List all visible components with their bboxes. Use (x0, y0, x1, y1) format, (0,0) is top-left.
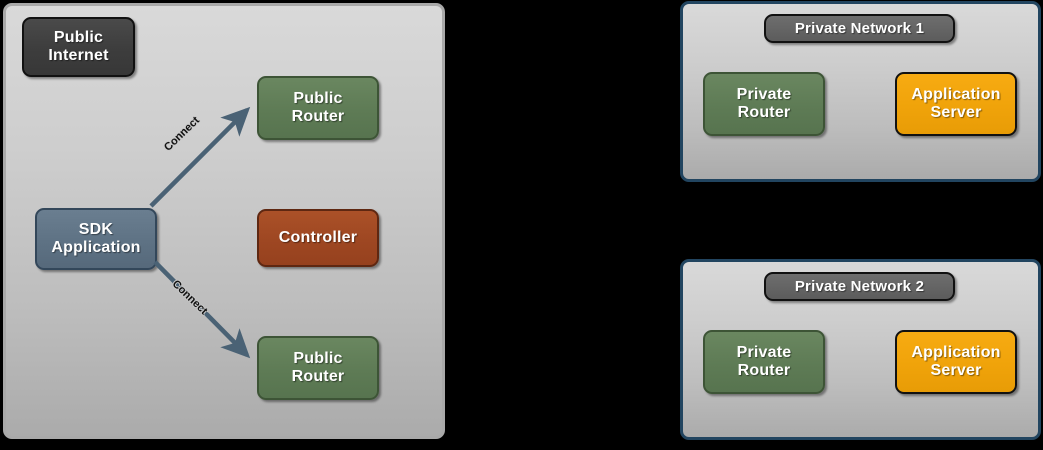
node-private-router-2[interactable]: Private Router (703, 330, 825, 394)
node-controller[interactable]: Controller (257, 209, 379, 267)
public-internet-panel: Public Internet Public Router SDK Applic… (3, 3, 445, 439)
node-public-router-bottom[interactable]: Public Router (257, 336, 379, 400)
node-private-router-1[interactable]: Private Router (703, 72, 825, 136)
private-network-2-panel: Private Network 2 Private Router Applica… (680, 259, 1041, 440)
node-application-server-1[interactable]: Application Server (895, 72, 1017, 136)
private-network-1-panel: Private Network 1 Private Router Applica… (680, 1, 1041, 182)
node-public-router-top[interactable]: Public Router (257, 76, 379, 140)
node-public-internet[interactable]: Public Internet (22, 17, 135, 77)
node-application-server-2[interactable]: Application Server (895, 330, 1017, 394)
node-sdk-application[interactable]: SDK Application (35, 208, 157, 270)
private-network-1-title: Private Network 1 (764, 14, 955, 43)
private-network-2-title: Private Network 2 (764, 272, 955, 301)
